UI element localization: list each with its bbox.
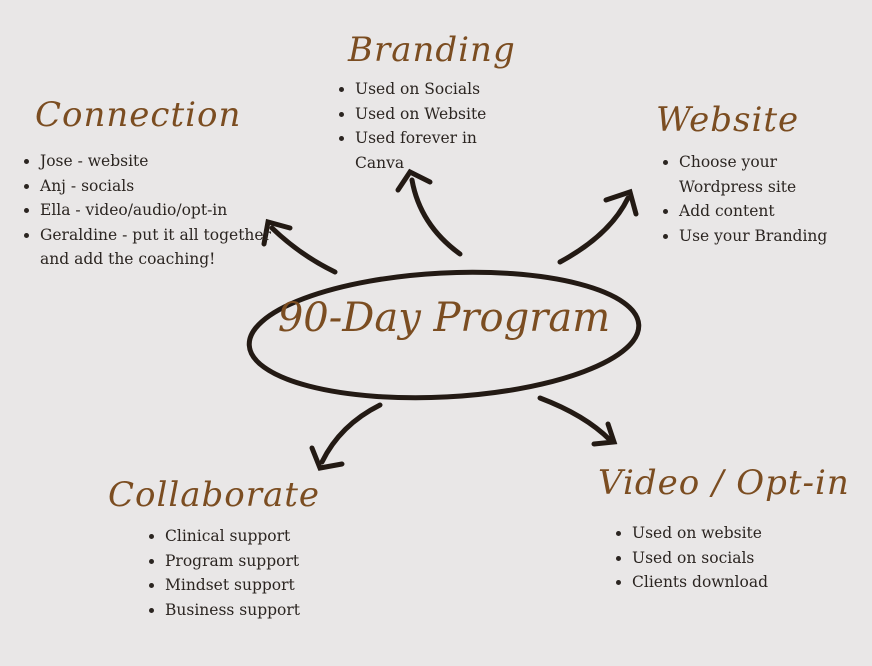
website-title: Website (656, 100, 800, 140)
list-item: Anj - socials (40, 174, 280, 199)
branding-list: Used on Socials Used on Website Used for… (337, 77, 515, 175)
list-item: Clients download (632, 570, 812, 595)
branding-title: Branding (348, 30, 516, 70)
center-title: 90-Day Program (277, 295, 611, 341)
list-item: Jose - website (40, 149, 280, 174)
connection-list: Jose - website Anj - socials Ella - vide… (22, 149, 280, 272)
arrow-website (557, 195, 631, 265)
list-item: Used forever in Canva (355, 126, 515, 175)
collaborate-list: Clinical support Program support Mindset… (147, 524, 345, 622)
list-item: Used on socials (632, 546, 812, 571)
video-title: Video / Opt-in (598, 463, 850, 503)
list-item: Ella - video/audio/opt-in (40, 198, 280, 223)
video-list: Used on website Used on socials Clients … (614, 521, 812, 595)
center-ellipse (246, 269, 642, 401)
list-item: Choose your Wordpress site (679, 150, 829, 199)
list-item: Mindset support (165, 573, 345, 598)
list-item: Use your Branding (679, 224, 829, 249)
arrow-collaborate (319, 402, 383, 465)
website-list: Choose your Wordpress site Add content U… (661, 150, 829, 248)
arrow-branding (409, 177, 463, 257)
list-item: Used on Website (355, 102, 515, 127)
list-item: Add content (679, 199, 829, 224)
arrow-connection (269, 225, 338, 275)
list-item: Clinical support (165, 524, 345, 549)
connection-title: Connection (35, 95, 242, 135)
list-item: Used on Socials (355, 77, 515, 102)
list-item: Used on website (632, 521, 812, 546)
collaborate-title: Collaborate (108, 475, 321, 515)
list-item: Business support (165, 598, 345, 623)
list-item: Geraldine - put it all together and add … (40, 223, 280, 272)
list-item: Program support (165, 549, 345, 574)
arrow-video (537, 395, 613, 443)
